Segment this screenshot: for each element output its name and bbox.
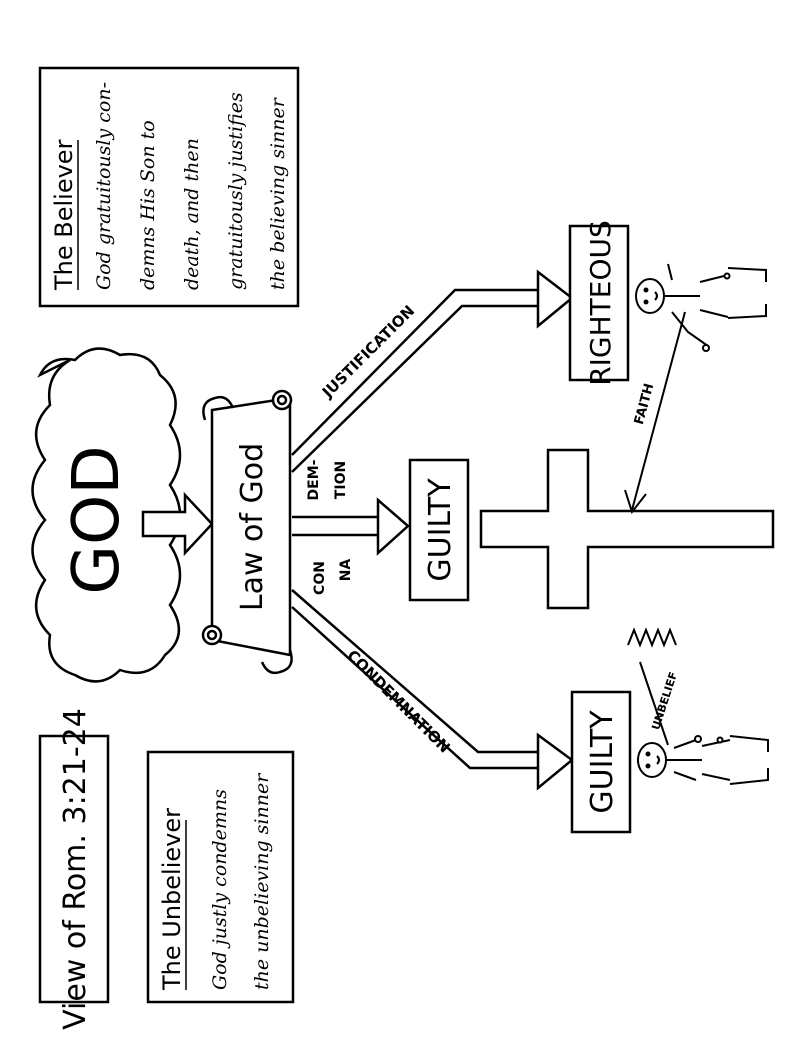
- page-title: View of Rom. 3:21-24: [58, 708, 93, 1030]
- faith-arrow: [624, 311, 686, 515]
- dem-syllable: DEM-: [306, 459, 322, 500]
- guilty-bottom-box: [570, 690, 632, 834]
- god-label: GOD: [60, 445, 134, 594]
- believer-heading: The Believer: [50, 139, 78, 291]
- believer-line-3: death, and then: [181, 138, 203, 290]
- condemnation-lower-path: [291, 589, 575, 791]
- cross: [479, 448, 775, 610]
- justification-path: [291, 269, 575, 473]
- believer-figure: [635, 263, 767, 352]
- law-scroll: [201, 389, 293, 675]
- guilty-bottom-label: GUILTY: [585, 710, 620, 814]
- na-syllable: NA: [338, 559, 354, 582]
- unbeliever-line-2: the unbelieving sinner: [251, 772, 273, 990]
- condemnation-center-path: [292, 497, 410, 556]
- believer-line-4: gratuitously justifies: [225, 92, 247, 290]
- unbeliever-box: [146, 750, 295, 1004]
- law-label: Law of God: [235, 443, 270, 611]
- righteous-box: [568, 224, 630, 382]
- guilty-center-label: GUILTY: [423, 478, 458, 582]
- guilty-center-box: [408, 458, 470, 602]
- god-cloud: [31, 347, 182, 683]
- unbeliever-heading: The Unbeliever: [158, 808, 186, 991]
- unbeliever-figure: [637, 661, 769, 785]
- title-box: [38, 734, 110, 1004]
- con-syllable: CON: [312, 561, 328, 595]
- tion-syllable: TION: [333, 461, 349, 499]
- believer-line-1: God gratuitously con-: [93, 82, 115, 290]
- believer-line-2: demns His Son to: [137, 120, 159, 290]
- believer-line-5: the believing sinner: [267, 96, 289, 290]
- arrow-god-to-law: [141, 491, 214, 557]
- righteous-label: RIGHTEOUS: [584, 220, 617, 386]
- unbeliever-line-1: God justly condemns: [209, 789, 231, 990]
- zigzag-mark: [627, 627, 677, 648]
- believer-box: [38, 66, 300, 308]
